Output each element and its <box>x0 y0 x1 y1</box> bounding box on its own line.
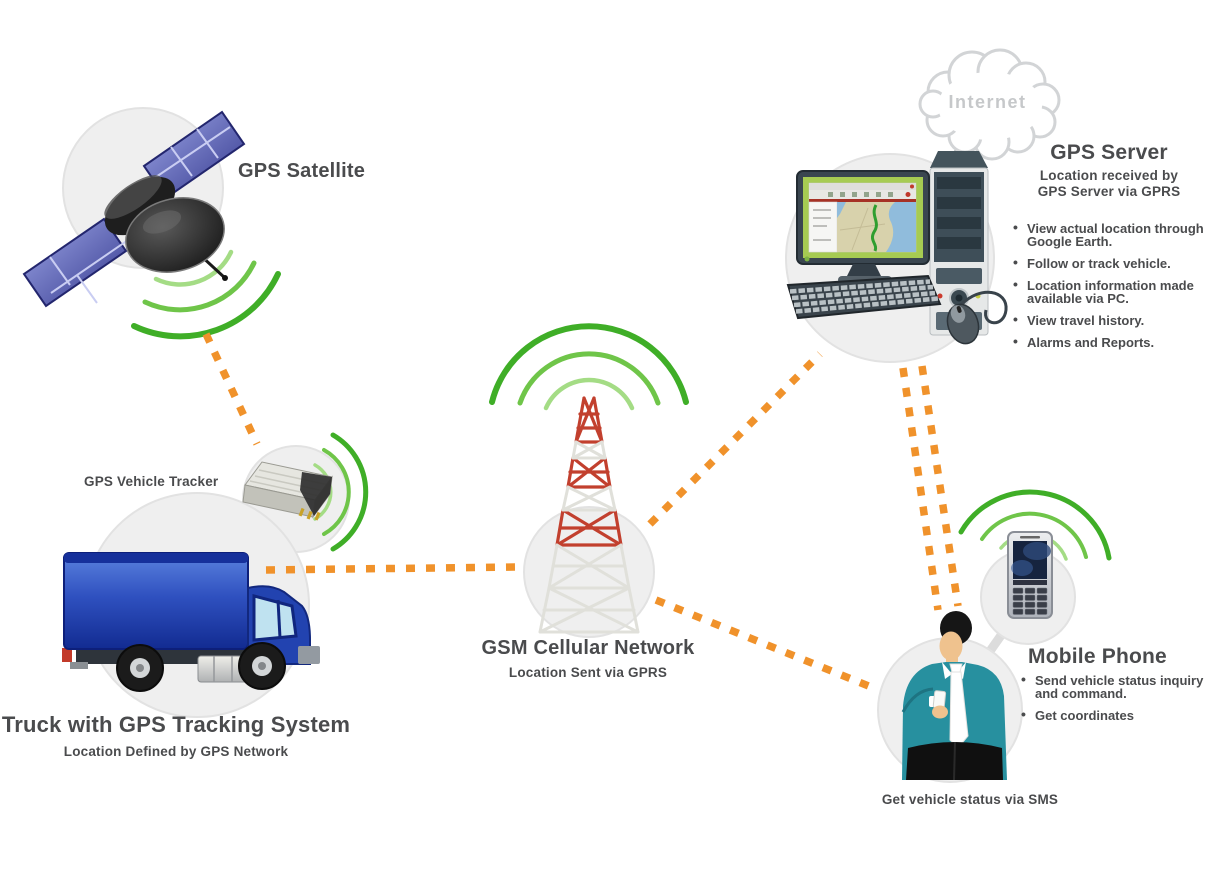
gsm-tower-icon <box>538 396 640 634</box>
satellite-label: GPS Satellite <box>238 160 366 182</box>
person-icon <box>901 611 1007 781</box>
server-bullet-list: View actual location through Google Eart… <box>1012 221 1216 358</box>
internet-cloud-icon <box>918 48 1061 161</box>
server-bullet: View actual location through Google Eart… <box>1012 221 1216 248</box>
server-bullet: View travel history. <box>1012 313 1216 327</box>
link-truck-tower <box>265 563 516 574</box>
server-label-block: GPS Server Location received by GPS Serv… <box>1002 141 1216 200</box>
mobile-bullet-list: Send vehicle status inquiry and command.… <box>1020 673 1226 731</box>
server-title: GPS Server <box>1050 141 1168 164</box>
gsm-title: GSM Cellular Network <box>481 637 695 659</box>
truck-title: Truck with GPS Tracking System <box>1 712 351 737</box>
mobile-title: Mobile Phone <box>1028 645 1167 668</box>
server-bullet: Follow or track vehicle. <box>1012 256 1216 270</box>
satellite-signal-icon <box>131 249 281 340</box>
tower-signal-icon <box>489 323 689 411</box>
link-satellite-tracker <box>202 332 261 446</box>
server-computer-icon <box>786 151 1008 345</box>
gps-satellite-icon <box>22 110 246 308</box>
server-bullet: Alarms and Reports. <box>1012 335 1216 349</box>
gps-tracker-device-icon <box>242 461 333 521</box>
link-tower-server <box>647 351 823 527</box>
tracker-label: GPS Vehicle Tracker <box>84 474 219 489</box>
keyboard-icon <box>786 274 942 320</box>
gsm-subtitle: Location Sent via GPRS <box>508 665 668 680</box>
server-subtitle-line1: Location received by <box>1039 168 1179 183</box>
truck-label-block: Truck with GPS Tracking System Location … <box>0 712 352 759</box>
gsm-label-block: GSM Cellular Network Location Sent via G… <box>448 637 728 680</box>
link-server-person-b <box>918 365 962 607</box>
mouse-icon <box>946 290 1008 345</box>
internet-label: Internet <box>948 92 1027 112</box>
link-server-person-a <box>899 367 942 611</box>
truck-icon <box>62 552 320 692</box>
server-subtitle-line2: GPS Server via GPRS <box>1037 184 1181 199</box>
sms-footer-label: Get vehicle status via SMS <box>881 792 1059 807</box>
truck-subtitle: Location Defined by GPS Network <box>63 744 289 759</box>
truck-wheels <box>116 642 286 692</box>
mobile-bullet: Get coordinates <box>1020 708 1226 722</box>
data-links <box>202 332 962 693</box>
computer-tower-icon <box>929 151 989 336</box>
server-bullet: Location information made available via … <box>1012 278 1216 305</box>
mobile-bullet: Send vehicle status inquiry and command. <box>1020 673 1226 700</box>
mobile-phone-icon <box>1007 531 1053 619</box>
